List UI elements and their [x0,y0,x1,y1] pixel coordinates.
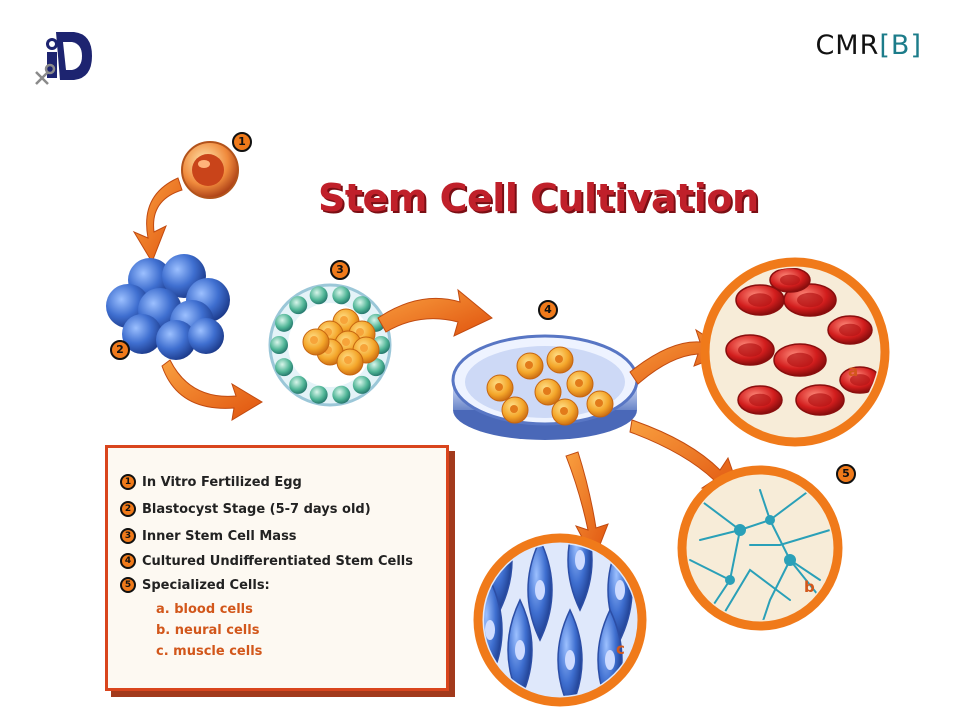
trophoblast-cell [275,358,294,377]
legend-badge-4: 4 [120,553,136,569]
institution-logo-icon [35,32,92,85]
neural-cells-panel [677,465,843,631]
trophoblast-cell [366,358,385,377]
brand-label: CMR[B] [815,30,922,61]
trophoblast-cell [332,385,351,404]
petri-dish [451,334,639,440]
inner-stem-cell-mass [268,283,392,407]
legend-badge-2: 2 [120,501,136,517]
trophoblast-cell [309,385,328,404]
legend-badge-5: 5 [120,577,136,593]
blood-cells-panel [700,257,890,447]
muscle-cells-panel [473,533,647,707]
arrow-egg-to-blastocyst [132,177,183,264]
trophoblast-cell [289,375,308,394]
step-badge-3: 3 [330,260,350,280]
panel-letter-c: c [616,640,625,658]
step-badge-5: 5 [836,464,856,484]
legend-badge-3: 3 [120,528,136,544]
legend-item-4: 4 Cultured Undifferentiated Stem Cells [120,553,413,569]
legend-text-2: Blastocyst Stage (5-7 days old) [142,501,371,517]
brand-bracket-close: ] [910,30,922,61]
arrow-blastocyst-to-mass [161,359,263,421]
legend-text-5: Specialized Cells: [142,577,270,593]
legend-badge-1: 1 [120,474,136,490]
fertilized-egg [181,141,239,199]
legend-box: 1 In Vitro Fertilized Egg 2 Blastocyst Sta… [105,445,449,691]
legend-text-1: In Vitro Fertilized Egg [142,474,302,490]
legend-item-3: 3 Inner Stem Cell Mass [120,528,297,544]
brand-bracket-open: [ [879,30,891,61]
legend-item-2: 2 Blastocyst Stage (5-7 days old) [120,501,371,517]
blastocyst-cluster [106,254,230,360]
trophoblast-cell [332,286,351,305]
panel-letter-b: b [804,578,815,596]
legend-sub-a: a. blood cells [156,602,253,617]
brand-name: CMR [815,30,880,61]
panel-letter-a: a [848,362,859,380]
arrow-mass-to-dish [377,288,493,337]
trophoblast-cell [352,296,371,315]
brand-letter: B [890,30,911,61]
legend-item-1: 1 In Vitro Fertilized Egg [120,474,302,490]
legend-sub-b: b. neural cells [156,623,260,638]
legend-item-5: 5 Specialized Cells: [120,577,270,593]
step-badge-1: 1 [232,132,252,152]
trophoblast-cell [309,286,328,305]
trophoblast-cell [352,375,371,394]
diagram-title: Stem Cell Cultivation [318,176,759,220]
trophoblast-cell [275,313,294,332]
legend-sub-c: c. muscle cells [156,644,263,659]
trophoblast-cell [270,336,288,354]
step-badge-4: 4 [538,300,558,320]
trophoblast-cell [289,296,308,315]
legend-text-4: Cultured Undifferentiated Stem Cells [142,553,413,569]
step-badge-2: 2 [110,340,130,360]
legend-text-3: Inner Stem Cell Mass [142,528,297,544]
